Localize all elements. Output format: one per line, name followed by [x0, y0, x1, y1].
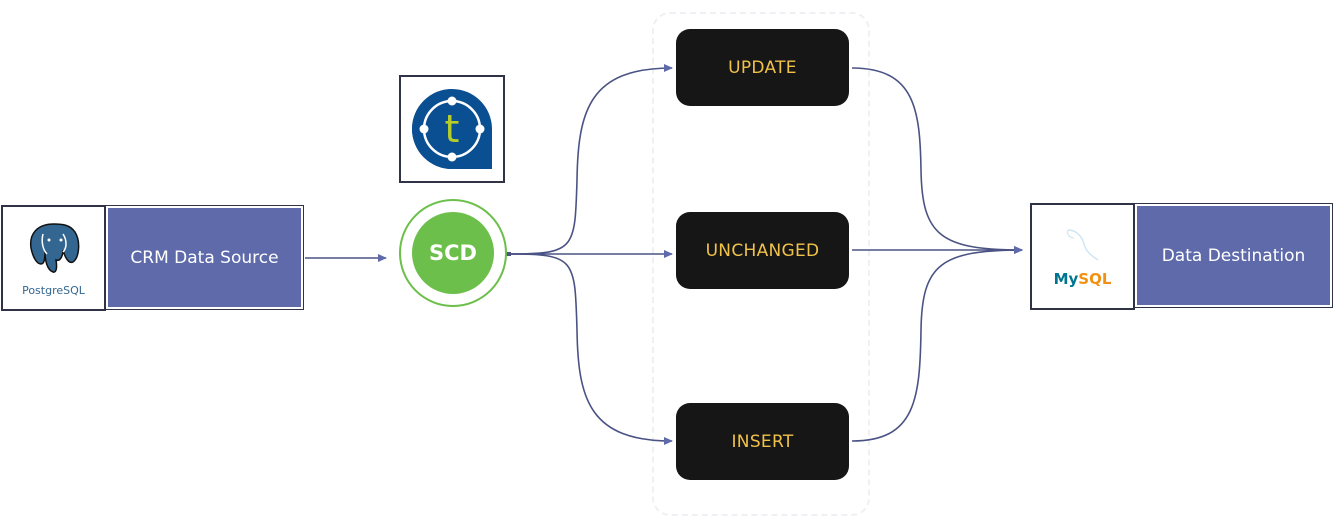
- data-destination-box[interactable]: Data Destination: [1134, 203, 1333, 308]
- step-insert[interactable]: INSERT: [676, 403, 849, 480]
- branch-lane: [652, 12, 870, 516]
- talend-logo-icon: t: [412, 89, 492, 169]
- crm-data-source-box[interactable]: CRM Data Source: [105, 205, 304, 310]
- tool-logo-box: t: [399, 75, 505, 183]
- step-insert-label: INSERT: [731, 431, 794, 452]
- mysql-logo-text: MySQL: [1054, 270, 1112, 288]
- mysql-dolphin-icon: [1066, 228, 1098, 261]
- postgresql-logo-text: PostgreSQL: [22, 283, 85, 297]
- postgresql-logo-box: PostgreSQL: [1, 205, 106, 311]
- postgresql-elephant-icon: [29, 222, 79, 273]
- mysql-logo-text-sql: SQL: [1078, 269, 1112, 288]
- scd-core: SCD: [412, 212, 494, 294]
- step-update[interactable]: UPDATE: [676, 29, 849, 106]
- scd-to-insert-arrow: [507, 253, 673, 445]
- step-unchanged-label: UNCHANGED: [705, 240, 820, 261]
- scd-label: SCD: [429, 241, 477, 265]
- step-update-label: UPDATE: [728, 57, 797, 78]
- mysql-logo-box: MySQL: [1030, 203, 1135, 310]
- step-unchanged[interactable]: UNCHANGED: [676, 212, 849, 289]
- data-destination-label: Data Destination: [1161, 245, 1306, 266]
- scd-to-update-arrow: [507, 64, 673, 255]
- crm-data-source-label: CRM Data Source: [130, 247, 279, 268]
- update-to-destination-arrow: [851, 67, 1023, 254]
- scd-node[interactable]: SCD: [399, 199, 507, 307]
- tool-logo-letter: t: [445, 107, 460, 151]
- insert-to-destination-arrow: [851, 246, 1023, 442]
- mysql-logo-text-my: My: [1053, 269, 1079, 288]
